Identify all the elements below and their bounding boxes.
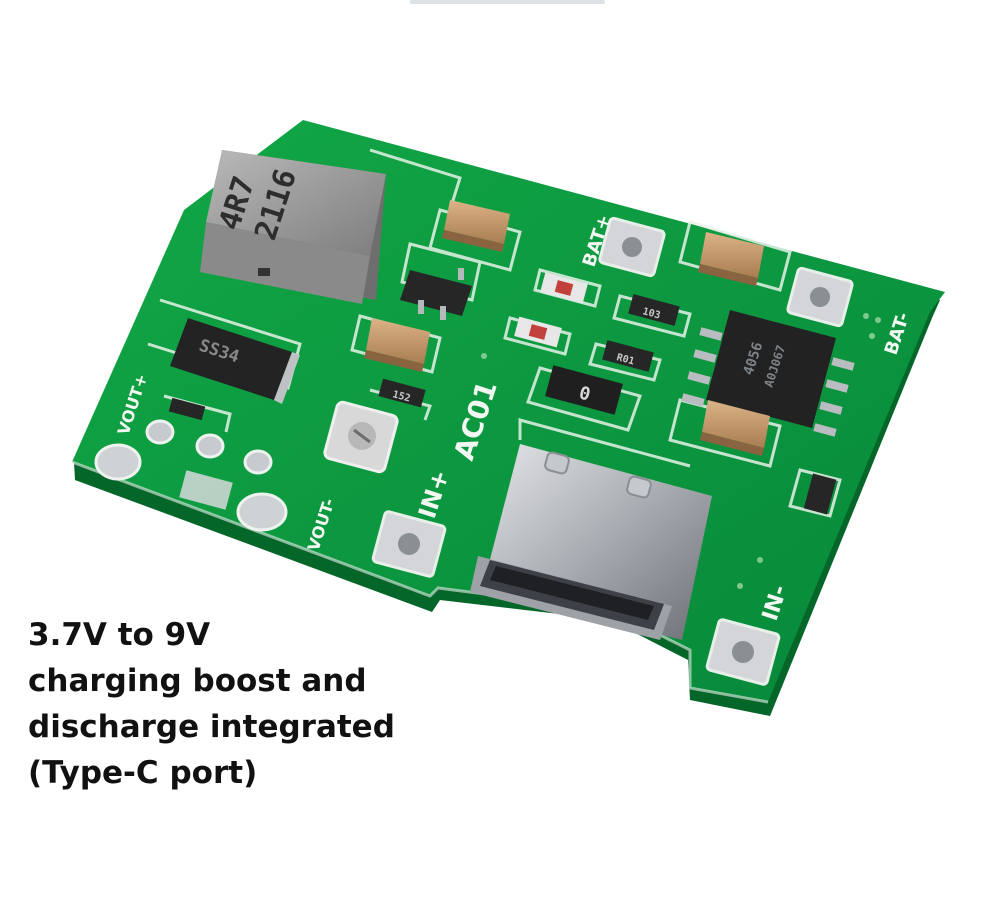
led	[514, 316, 562, 348]
inductor: 4R7 2116	[200, 150, 386, 304]
vias	[481, 313, 881, 589]
leds	[514, 272, 588, 348]
pad-bat-pos	[598, 216, 666, 278]
svg-text:103: 103	[641, 306, 661, 321]
capacitor	[442, 200, 510, 252]
pad-bat-neg	[786, 266, 854, 328]
caption-line-3: discharge integrated	[28, 709, 395, 745]
resistor-152: 152	[378, 378, 426, 408]
diode-ss34: SS34	[170, 318, 300, 404]
boost-ic	[400, 268, 472, 320]
svg-text:152: 152	[391, 389, 411, 404]
product-caption: 3.7V to 9V charging boost and discharge …	[28, 612, 395, 796]
resistor-zero-ohm: 0	[545, 365, 623, 415]
pad-in-pos	[371, 510, 447, 578]
svg-text:R01: R01	[615, 352, 635, 367]
resistors: 103 R01 152 0	[168, 294, 837, 515]
pads-vout	[94, 419, 288, 532]
caption-line-1: 3.7V to 9V	[28, 617, 211, 653]
charger-ic: 4056 A0J067	[681, 310, 855, 437]
led	[540, 272, 588, 304]
capacitors	[364, 200, 770, 456]
resistor-103: 103	[628, 294, 680, 326]
resistor-r01: R01	[602, 340, 654, 372]
caption-line-2: charging boost and	[28, 663, 367, 699]
capacitor	[364, 318, 430, 372]
svg-text:0: 0	[577, 383, 593, 406]
usb-type-c-port	[470, 444, 712, 640]
capacitor	[700, 400, 770, 456]
pad-in-neg	[705, 618, 781, 686]
caption-line-4: (Type-C port)	[28, 755, 258, 791]
capacitor	[698, 232, 764, 286]
trimmer-potentiometer	[323, 400, 399, 474]
